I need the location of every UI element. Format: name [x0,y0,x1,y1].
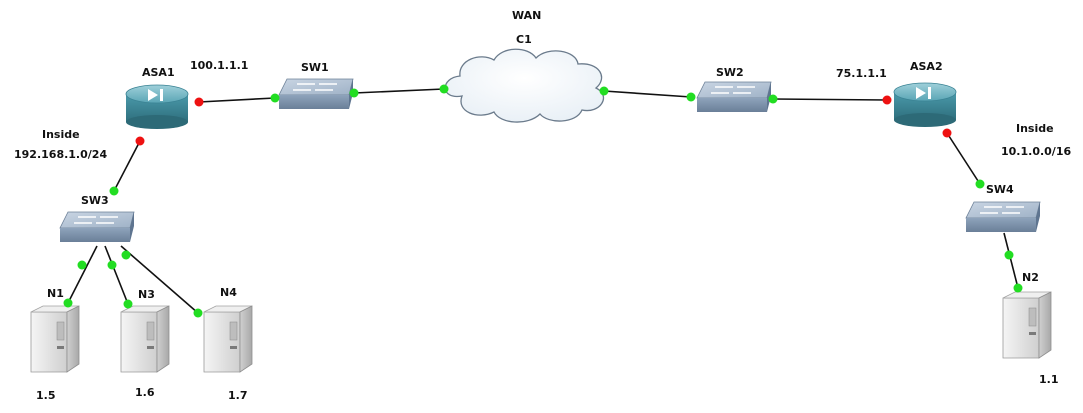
n3-address: 1.6 [135,386,155,399]
switch-front [697,98,767,112]
router-top [125,84,189,104]
inside-left-subnet: 192.168.1.0/24 [14,148,108,161]
asa2-label: ASA2 [910,60,943,73]
link-asa2-sw4 [946,132,981,185]
port-up-dot [121,250,131,260]
link-sw1-cloud [353,88,445,94]
port-up-dot [77,260,87,270]
port-up-dot [270,93,280,103]
link-cloud-sw2 [603,90,692,98]
port-down-dot [882,95,892,105]
router-asa2[interactable] [893,82,957,127]
sw4-label: SW4 [986,183,1014,196]
link-asa1-sw3 [113,140,141,192]
server-icon [30,311,68,373]
port-up-dot [975,179,985,189]
switch-icon [278,78,354,96]
switch-sw3[interactable] [59,211,135,242]
sw1-label: SW1 [301,61,329,74]
cloud-label: C1 [516,33,532,46]
switch-icon [696,81,772,99]
server-n2[interactable] [1002,291,1052,359]
router-asa1[interactable] [125,84,189,129]
inside-right-subnet: 10.1.0.0/16 [1001,145,1072,158]
port-up-dot [1013,283,1023,293]
sw3-label: SW3 [81,194,109,207]
port-up-dot [123,299,133,309]
router-bottom [126,115,188,129]
asa1-label: ASA1 [142,66,175,79]
asa2-ip: 75.1.1.1 [836,67,887,80]
n2-label: N2 [1022,271,1039,284]
cloud-icon [444,48,604,123]
server-icon [1002,297,1040,359]
n2-address: 1.1 [1039,373,1059,386]
switch-sw4[interactable] [965,201,1041,232]
router-bottom [894,113,956,127]
server-n3[interactable] [120,305,170,373]
switch-sw2[interactable] [696,81,772,112]
inside-left-title: Inside [42,128,80,141]
port-up-dot [107,260,117,270]
inside-right-title: Inside [1016,122,1054,135]
server-n4[interactable] [203,305,253,373]
port-down-dot [194,97,204,107]
asa1-ip: 100.1.1.1 [190,59,249,72]
links [67,88,1019,314]
router-play-glyph [148,89,158,101]
port-up-dot [63,298,73,308]
switch-front [279,95,349,109]
switch-sw1[interactable] [278,78,354,109]
router-top [893,82,957,102]
port-up-dot [109,186,119,196]
link-sw4-n2 [1003,232,1019,289]
port-up-dot [193,308,203,318]
port-up-dot [349,88,359,98]
n1-address: 1.5 [36,389,56,402]
server-icon [203,311,241,373]
n3-label: N3 [138,288,155,301]
link-sw3-n3 [104,245,129,305]
server-n1[interactable] [30,305,80,373]
switch-icon [965,201,1041,219]
port-up-dot [1004,250,1014,260]
link-asa1-sw1 [198,97,276,103]
router-play-glyph [916,87,926,99]
port-down-dot [135,136,145,146]
switch-front [60,228,130,242]
port-up-dot [439,84,449,94]
n1-label: N1 [47,287,64,300]
port-indicators [63,84,1023,318]
wan-cloud[interactable] [444,48,604,123]
port-down-dot [942,128,952,138]
link-sw3-n1 [67,245,98,304]
server-icon [120,311,158,373]
wan-title: WAN [512,9,542,22]
port-up-dot [768,94,778,104]
link-sw3-n4 [120,245,199,314]
switch-icon [59,211,135,229]
n4-address: 1.7 [228,389,248,402]
link-sw2-asa2 [772,98,888,101]
port-up-dot [686,92,696,102]
port-up-dot [599,86,609,96]
sw2-label: SW2 [716,66,744,79]
n4-label: N4 [220,286,237,299]
switch-front [966,218,1036,232]
